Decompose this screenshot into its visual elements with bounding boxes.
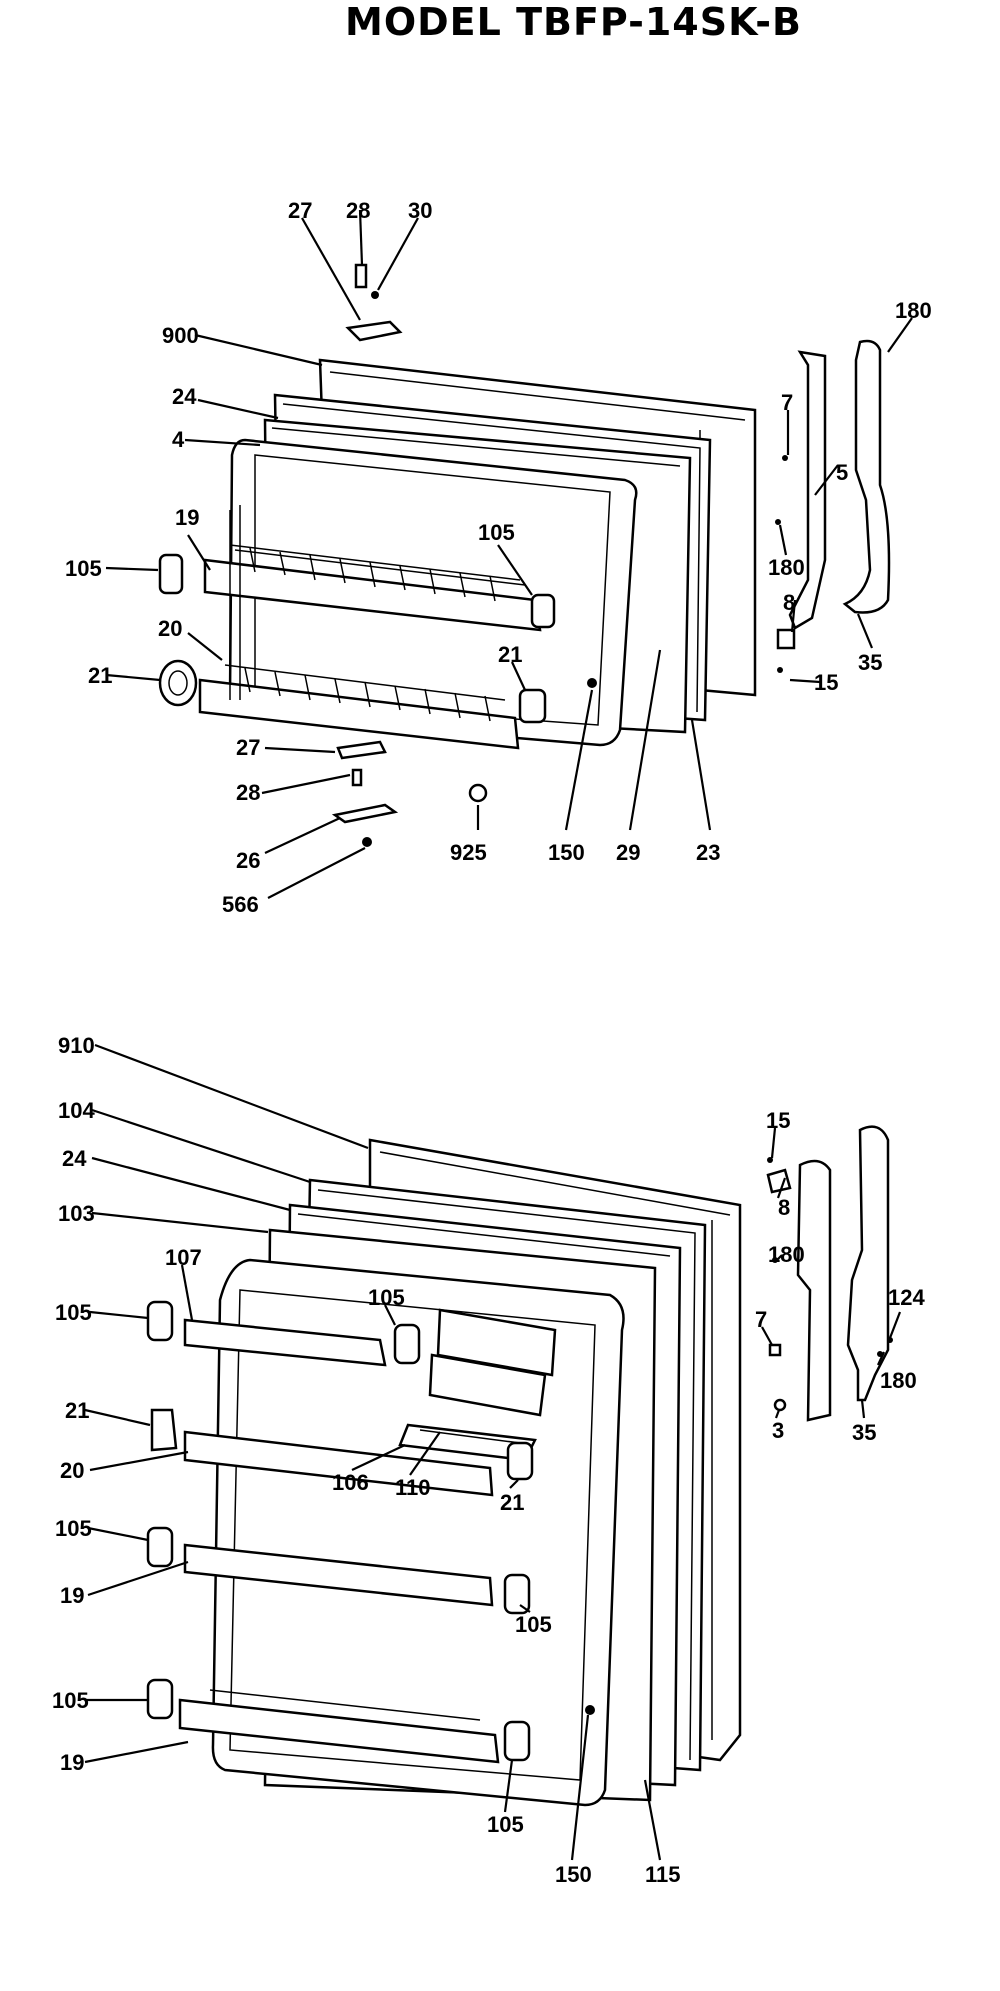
freezer-door-assembly <box>158 263 891 847</box>
callout-105: 105 <box>487 1812 524 1837</box>
callout-8: 8 <box>778 1195 790 1220</box>
model-title: MODEL TBFP-14SK-B <box>345 0 802 44</box>
callout-20: 20 <box>158 616 182 641</box>
callout-180: 180 <box>768 555 805 580</box>
callout-107: 107 <box>165 1245 202 1270</box>
callout-5: 5 <box>836 460 848 485</box>
callout-29: 29 <box>616 840 640 865</box>
callout-910: 910 <box>58 1033 95 1058</box>
callout-7: 7 <box>755 1307 767 1332</box>
callout-28: 28 <box>236 780 260 805</box>
callout-35: 35 <box>852 1420 876 1445</box>
callout-28: 28 <box>346 198 370 223</box>
callout-150: 150 <box>555 1862 592 1887</box>
callout-27: 27 <box>236 735 260 760</box>
callout-105: 105 <box>52 1688 89 1713</box>
callout-8: 8 <box>783 590 795 615</box>
callout-124: 124 <box>888 1285 925 1310</box>
callout-105: 105 <box>55 1516 92 1541</box>
callout-35: 35 <box>858 650 882 675</box>
callout-105: 105 <box>65 556 102 581</box>
callout-925: 925 <box>450 840 487 865</box>
callout-21: 21 <box>65 1398 89 1423</box>
freezer-leader-lines <box>105 209 913 899</box>
callout-110: 110 <box>395 1475 431 1500</box>
callout-4: 4 <box>172 427 185 452</box>
callout-21: 21 <box>500 1490 524 1515</box>
callout-180: 180 <box>895 298 932 323</box>
callout-19: 19 <box>175 505 199 530</box>
fresh-food-door-assembly <box>146 1125 893 1807</box>
callout-105: 105 <box>55 1300 92 1325</box>
callout-20: 20 <box>60 1458 84 1483</box>
callout-24: 24 <box>172 384 197 409</box>
freezer-callouts: 27 28 30 900 180 24 4 7 5 19 105 180 105… <box>65 198 932 917</box>
callout-115: 115 <box>645 1862 681 1887</box>
callout-105: 105 <box>515 1612 552 1637</box>
callout-21: 21 <box>498 642 522 667</box>
callout-7: 7 <box>781 390 793 415</box>
callout-24: 24 <box>62 1146 87 1171</box>
callout-15: 15 <box>766 1108 790 1133</box>
callout-105: 105 <box>368 1285 405 1310</box>
callout-30: 30 <box>408 198 432 223</box>
callout-27: 27 <box>288 198 312 223</box>
callout-104: 104 <box>58 1098 95 1123</box>
callout-106: 106 <box>332 1470 369 1495</box>
callout-3: 3 <box>772 1418 784 1443</box>
callout-566: 566 <box>222 892 259 917</box>
fresh-food-leader-lines <box>84 1043 902 1861</box>
callout-150: 150 <box>548 840 585 865</box>
callout-180: 180 <box>768 1242 805 1267</box>
callout-19: 19 <box>60 1750 84 1775</box>
callout-900: 900 <box>162 323 199 348</box>
callout-19: 19 <box>60 1583 84 1608</box>
callout-26: 26 <box>236 848 260 873</box>
callout-15: 15 <box>814 670 838 695</box>
callout-103: 103 <box>58 1201 95 1226</box>
callout-105: 105 <box>478 520 515 545</box>
callout-180: 180 <box>880 1368 917 1393</box>
callout-21: 21 <box>88 663 112 688</box>
callout-23: 23 <box>696 840 720 865</box>
fresh-food-callouts: 910 104 15 24 8 103 107 180 105 105 124 … <box>52 1033 925 1887</box>
